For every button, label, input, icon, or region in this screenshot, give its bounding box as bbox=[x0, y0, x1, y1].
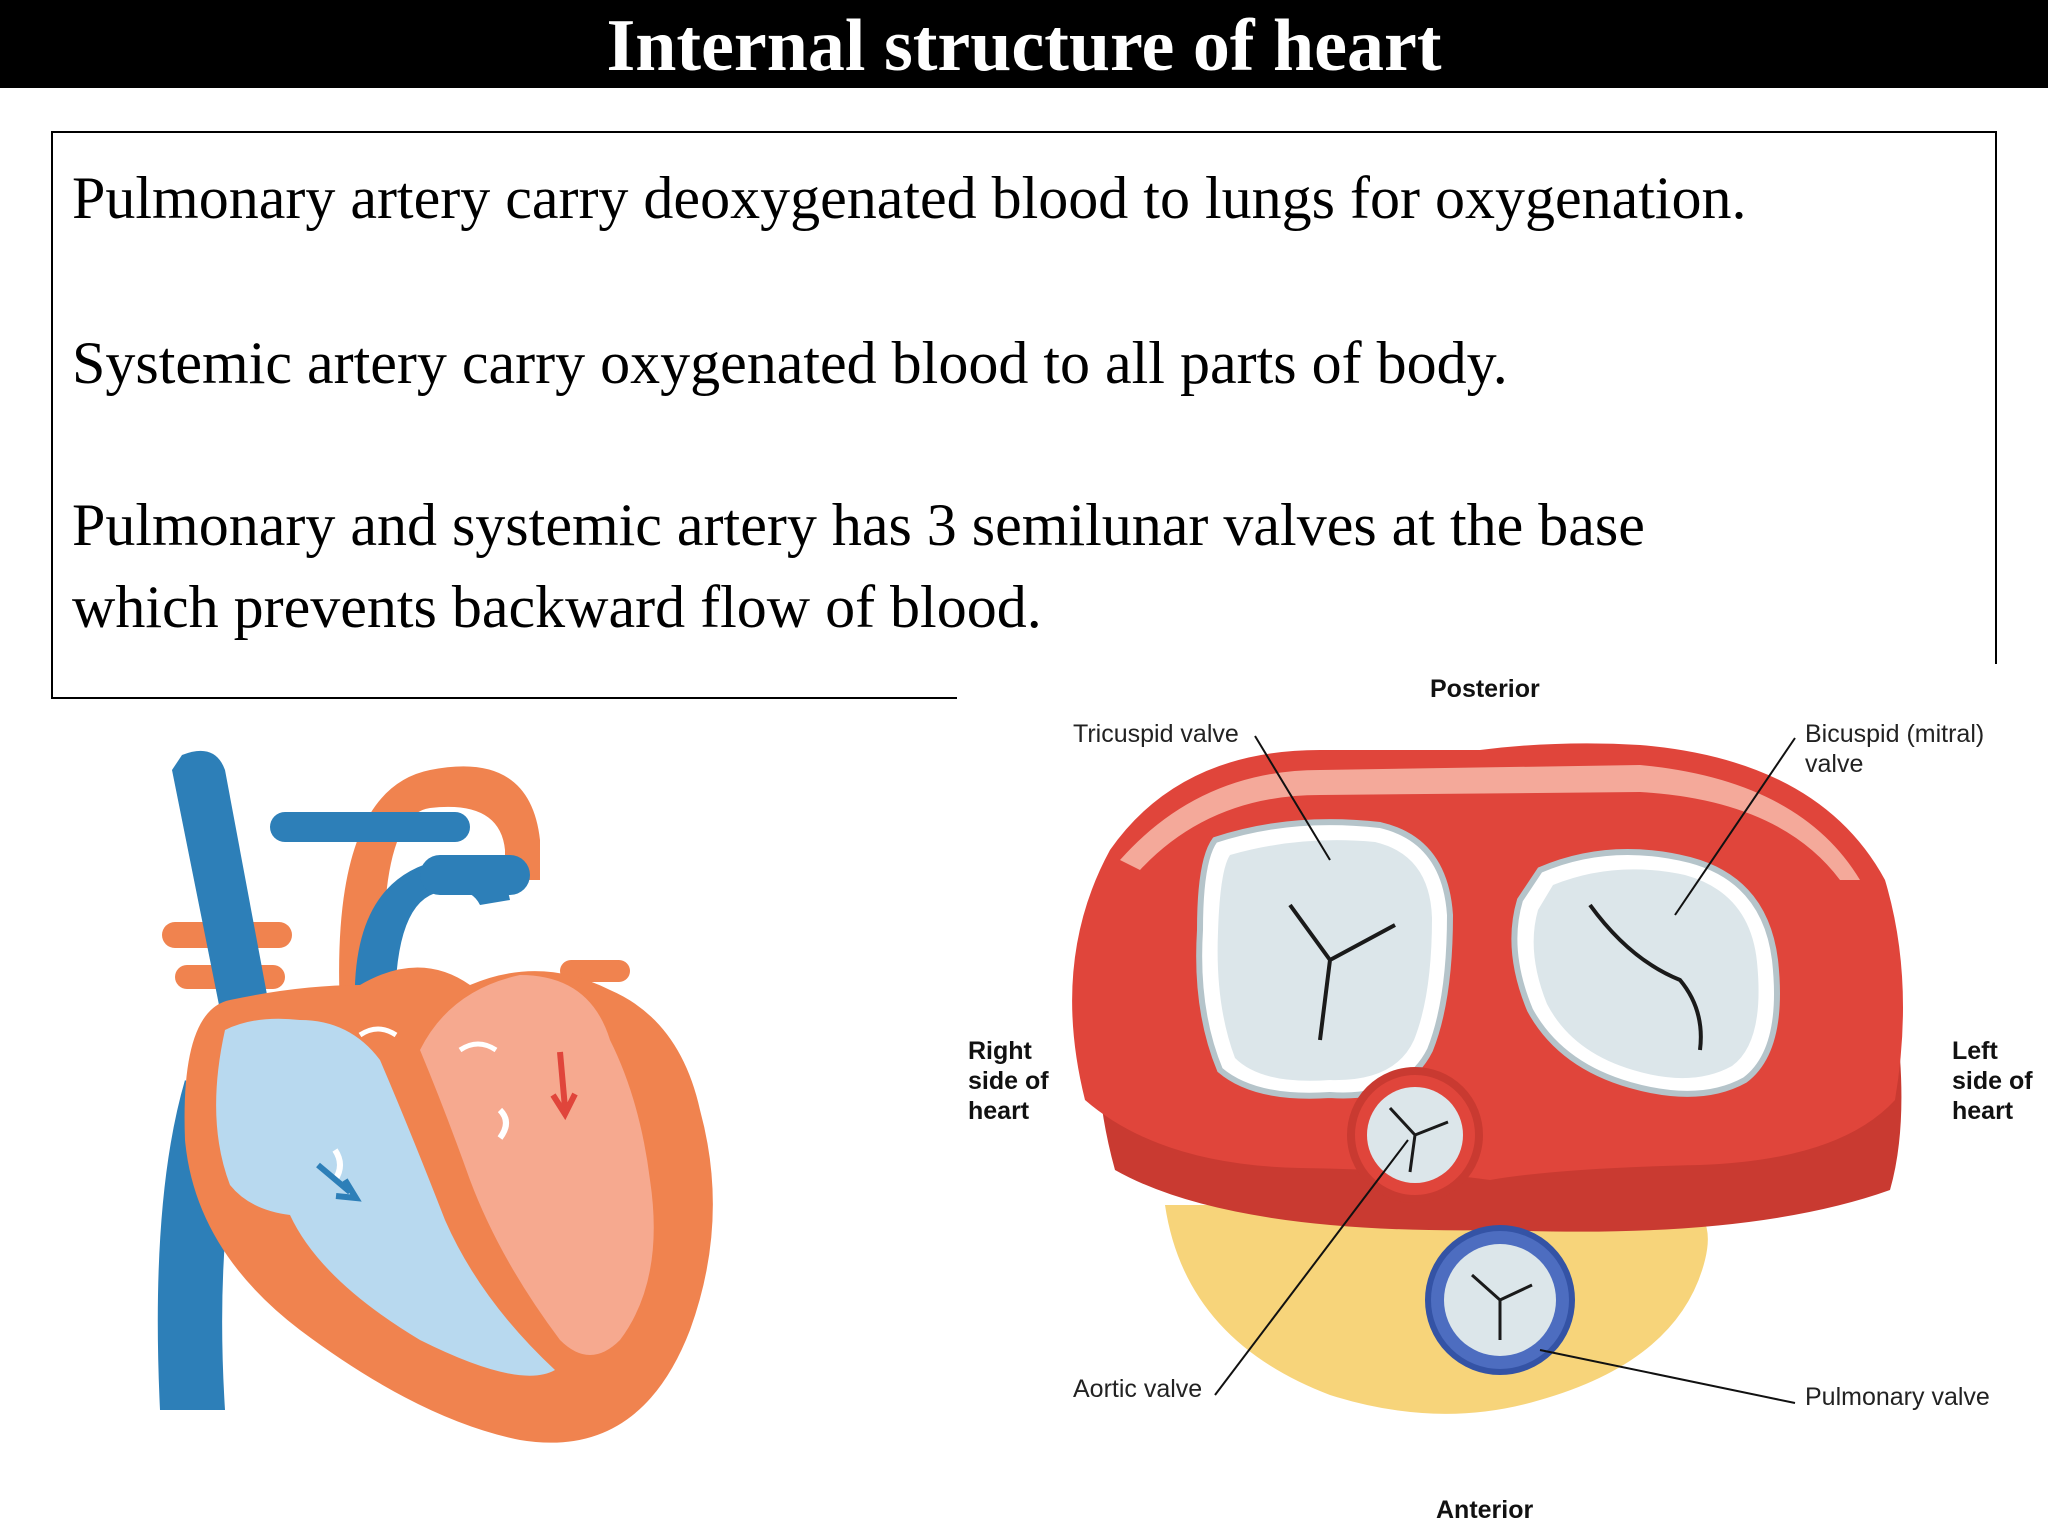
label-left-side-line1: Left bbox=[1952, 1037, 1998, 1065]
paragraph-semilunar-valves-line1: Pulmonary and systemic artery has 3 semi… bbox=[72, 492, 1645, 558]
label-left-side-line3: heart bbox=[1952, 1097, 2014, 1125]
label-bicuspid-line1: Bicuspid (mitral) bbox=[1805, 720, 1985, 748]
label-anterior: Anterior bbox=[1436, 1496, 1534, 1524]
text-box-border-top bbox=[51, 131, 1997, 133]
page-title: Internal structure of heart bbox=[606, 5, 1442, 87]
label-aortic-valve: Aortic valve bbox=[1073, 1375, 1203, 1403]
label-right-side-line1: Right bbox=[968, 1037, 1032, 1065]
paragraph-semilunar-valves-line2: which prevents backward flow of blood. bbox=[72, 574, 1042, 640]
label-posterior: Posterior bbox=[1430, 675, 1540, 703]
paragraph-systemic-artery: Systemic artery carry oxygenated blood t… bbox=[72, 330, 1508, 396]
text-box-border-bottom bbox=[51, 697, 957, 699]
valve-plane-illustration bbox=[1072, 735, 1903, 1414]
text-box-border-left bbox=[51, 131, 53, 699]
paragraph-pulmonary-artery: Pulmonary artery carry deoxygenated bloo… bbox=[72, 165, 1747, 231]
title-bar bbox=[0, 0, 2048, 88]
label-pulmonary-valve: Pulmonary valve bbox=[1805, 1383, 1990, 1411]
label-tricuspid-valve: Tricuspid valve bbox=[1073, 720, 1239, 748]
label-left-side-line2: side of bbox=[1952, 1067, 2033, 1095]
label-bicuspid-line2: valve bbox=[1805, 750, 1864, 778]
label-right-side-line3: heart bbox=[968, 1097, 1030, 1125]
text-box-border-right bbox=[1995, 131, 1997, 664]
heart-section-illustration bbox=[157, 750, 713, 1443]
label-right-side-line2: side of bbox=[968, 1067, 1049, 1095]
